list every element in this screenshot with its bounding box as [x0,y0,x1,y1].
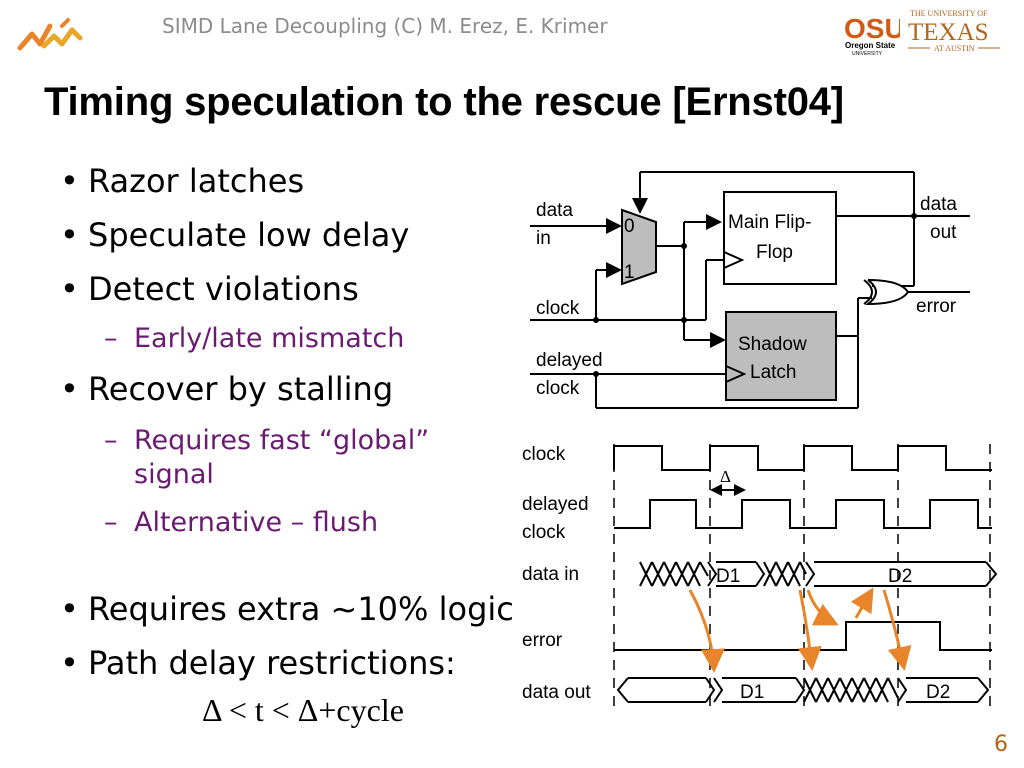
ut-logo-main: TEXAS [908,19,989,46]
bullet-path-delay: •Path delay restrictions: [60,644,456,682]
data-in-d1: D1 [716,566,740,587]
data-in-d2: D2 [888,566,912,587]
ut-logo-icon: THE UNIVERSITY OF TEXAS AT AUSTIN [908,9,1000,53]
osu-logo-sub1: Oregon State [845,41,896,50]
circuit-delayed-1: delayed [536,350,603,371]
circuit-clock: clock [536,298,580,319]
timing-data-in-label: data in [522,564,579,585]
circuit-delayed-2: clock [536,378,580,399]
timing-data-out-label: data out [522,682,591,703]
delay-formula: Δ < t < Δ+cycle [202,692,404,728]
circuit-data-in-1: data [536,200,573,221]
mux-0: 0 [624,216,635,237]
sub-bullet-mismatch: –Early/late mismatch [104,323,405,354]
bullet-detect: •Detect violations [60,270,359,308]
main-ff-1: Main Flip- [728,212,811,233]
sub-bullet-global: –Requires fast “global” [104,425,430,456]
data-out-1: data [920,194,957,215]
shadow-2: Latch [750,362,796,383]
timing-delta: Δ [720,467,731,486]
mux-1: 1 [624,262,635,283]
data-out-d2: D2 [926,682,950,703]
timing-error-label: error [522,630,563,651]
osu-logo-icon: OSU Oregon State UNIVERSITY [844,13,900,57]
bullet-recover: •Recover by stalling [60,370,394,408]
circuit-error: error [916,296,957,317]
sub-bullet-flush: –Alternative – flush [104,507,379,538]
circuit-data-in-2: in [536,228,551,249]
timing-clock-label: clock [522,444,566,465]
sub-bullet-global-cont: signal [134,459,214,490]
bullet-extra-logic: •Requires extra ~10% logic [60,590,514,628]
header-text: SIMD Lane Decoupling (C) M. Erez, E. Kri… [162,14,608,38]
data-out-2: out [930,222,957,243]
lph-logo-icon [17,18,83,51]
main-ff-2: Flop [756,242,793,263]
shadow-1: Shadow [738,334,807,355]
slide-title: Timing speculation to the rescue [Ernst0… [44,80,844,124]
ut-logo-top: THE UNIVERSITY OF [910,9,988,18]
bullet-razor-latches: •Razor latches [60,162,305,200]
page-number: 6 [994,732,1008,757]
osu-logo-sub2: UNIVERSITY [852,51,883,57]
ut-logo-sub: AT AUSTIN [934,44,975,53]
bullet-speculate: •Speculate low delay [60,216,410,254]
timing-delayed-2: clock [522,522,566,543]
osu-logo-main: OSU [844,13,900,44]
timing-delayed-1: delayed [522,494,589,515]
data-out-d1: D1 [740,682,764,703]
